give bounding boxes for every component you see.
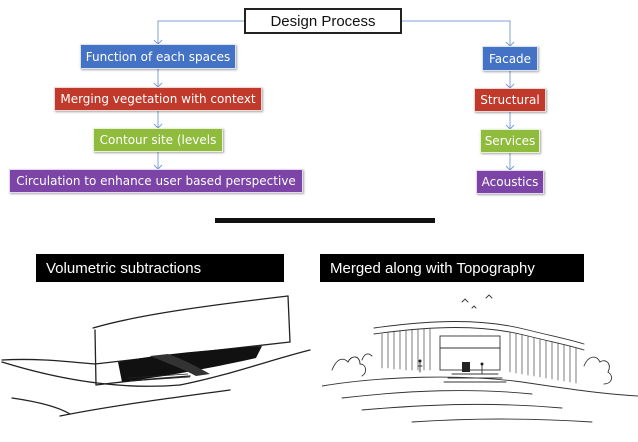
volumetric-subtraction-sketch — [1, 295, 311, 417]
node-circulation: Circulation to enhance user based perspe… — [9, 169, 303, 193]
node-contour-site: Contour site (levels — [93, 128, 223, 152]
section-divider — [215, 218, 435, 223]
node-services: Services — [480, 129, 540, 153]
diagram-title: Design Process — [244, 8, 402, 34]
node-merging-vegetation: Merging vegetation with context — [54, 87, 262, 111]
node-structural: Structural — [474, 88, 546, 112]
connector-title-left — [157, 20, 244, 44]
node-acoustics: Acoustics — [476, 170, 544, 194]
caption-merged-topography: Merged along with Topography — [320, 254, 584, 282]
node-facade: Facade — [482, 46, 538, 71]
connector-title-right — [402, 20, 511, 46]
caption-volumetric-subtractions: Volumetric subtractions — [36, 254, 284, 282]
topography-building-sketch — [322, 294, 638, 423]
node-function-of-each-spaces: Function of each spaces — [80, 44, 236, 69]
